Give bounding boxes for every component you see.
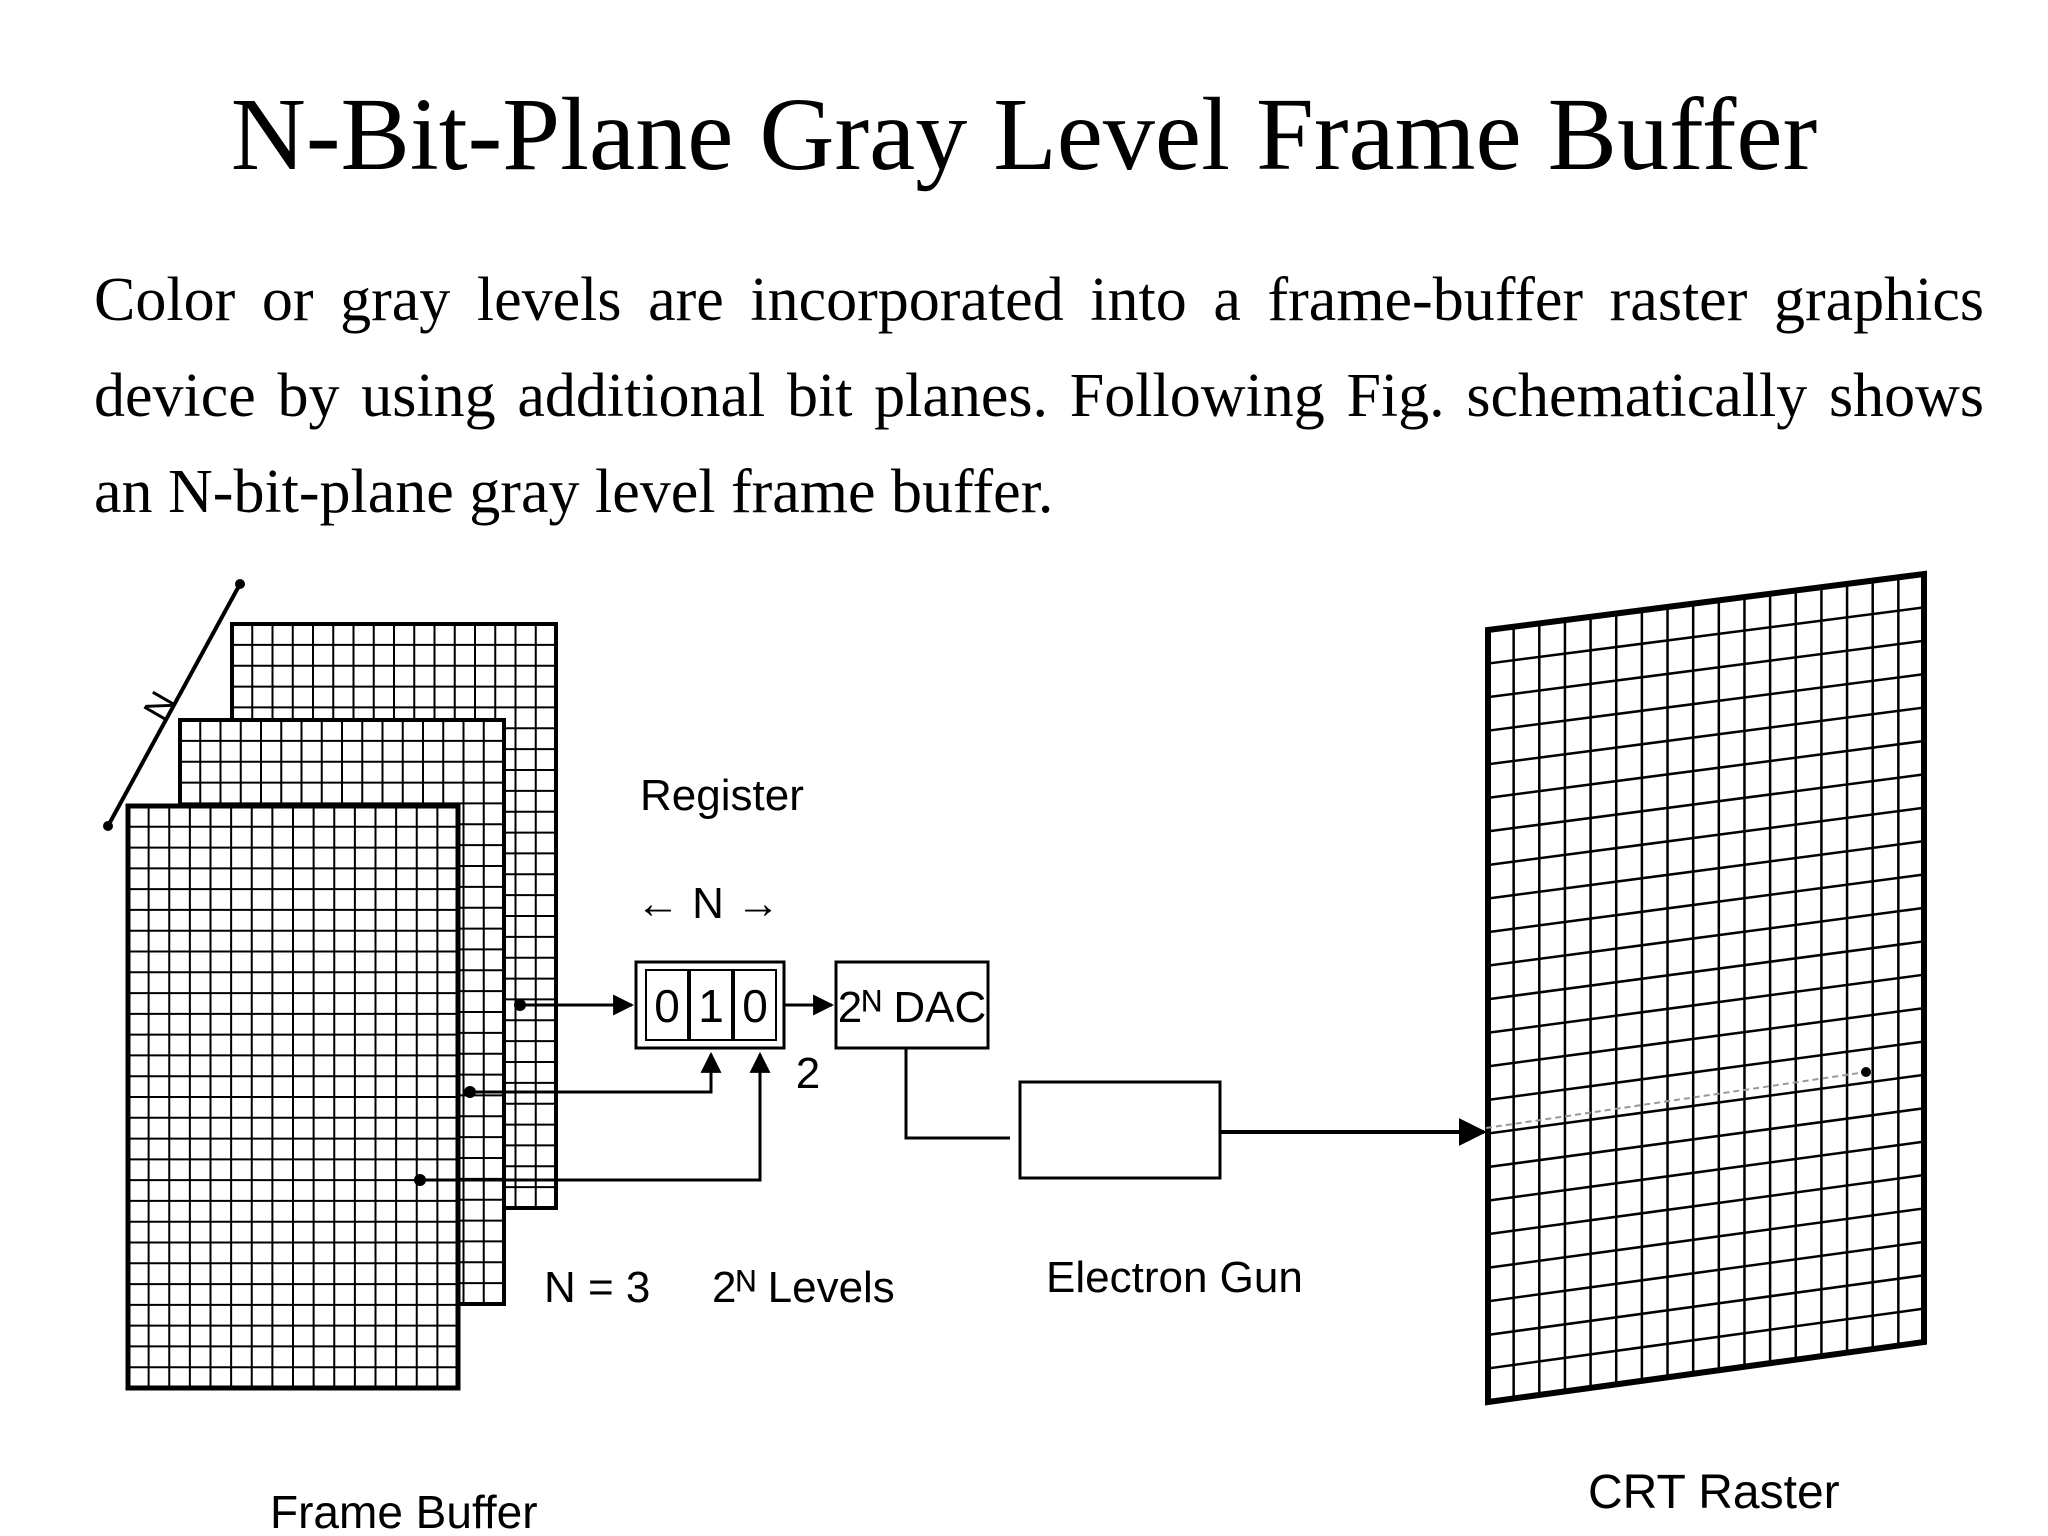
dac-box xyxy=(834,960,990,1050)
n-equals-label: N = 3 xyxy=(544,1263,650,1312)
scan-dot xyxy=(1861,1067,1871,1077)
levels-label: 2ᴺ Levels xyxy=(712,1263,895,1312)
crt-raster-label: CRT Raster xyxy=(1588,1466,1840,1519)
register-bit-2: 0 xyxy=(742,980,768,1032)
register-bit-0: 0 xyxy=(654,980,680,1032)
register-width-label: ← N → xyxy=(636,879,780,928)
plane-depth-label: N xyxy=(135,684,184,727)
bit-plane-1 xyxy=(125,803,461,1391)
dac-label: 2ᴺ DAC xyxy=(838,983,987,1032)
register-box xyxy=(634,960,786,1050)
electron-gun-box xyxy=(1018,1080,1222,1180)
slide-title: N-Bit-Plane Gray Level Frame Buffer xyxy=(230,77,1818,192)
register-label: Register xyxy=(640,771,804,820)
bit-plane-3 xyxy=(230,622,558,1210)
slide-body-text: Color or gray levels are incorporated in… xyxy=(94,266,1984,526)
connection-number-label: 2 xyxy=(796,1049,820,1098)
plane-depth-indicator xyxy=(103,579,245,831)
register-bit-1: 1 xyxy=(698,980,724,1032)
crt-raster-grid xyxy=(1485,570,1927,1406)
electron-gun-label: Electron Gun xyxy=(1046,1253,1303,1302)
bit-plane-2 xyxy=(178,718,506,1306)
frame-buffer-label: Frame Buffer xyxy=(270,1486,538,1536)
dac-to-gun-connection xyxy=(904,1048,1010,1140)
scan-line xyxy=(1485,1071,1867,1129)
plane-to-register-connections xyxy=(414,994,835,1186)
